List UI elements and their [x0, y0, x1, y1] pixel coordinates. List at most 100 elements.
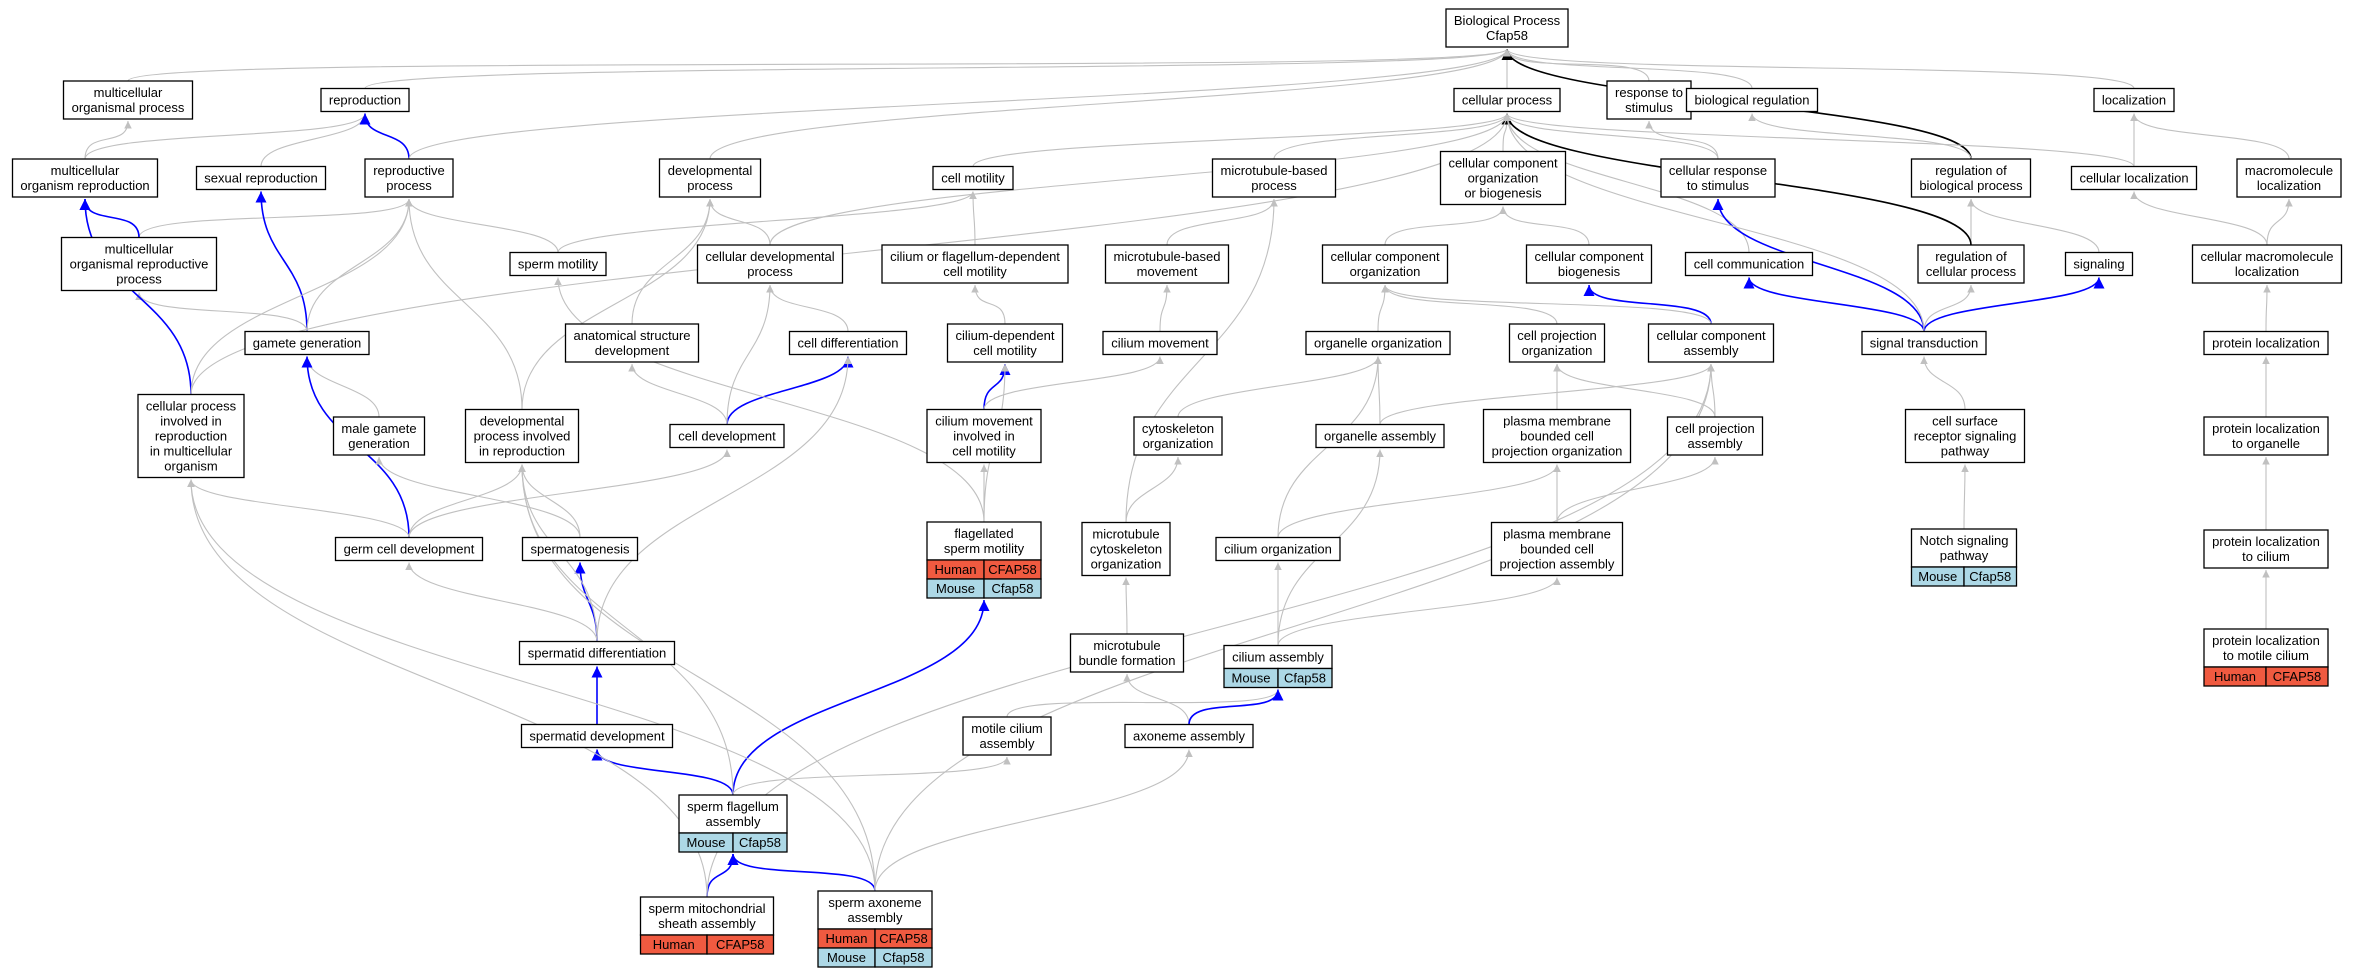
node-sigtrans[interactable]: signal transduction: [1861, 330, 1987, 356]
node-cellloc[interactable]: cellular localization: [2070, 165, 2198, 191]
node-box: [1684, 251, 1814, 277]
node-cilorg[interactable]: cilium organization: [1215, 536, 1341, 562]
edge-anatdev-to-devproc: [631, 198, 714, 325]
node-celldev[interactable]: cell development: [669, 423, 785, 449]
node-bioreg[interactable]: biological regulation: [1685, 87, 1819, 113]
node-cellcomm[interactable]: cell communication: [1684, 251, 1814, 277]
node-label-line: organism: [164, 459, 217, 474]
edge-cellmot-to-cellproc: [972, 113, 1511, 167]
node-celldiff[interactable]: cell differentiation: [788, 330, 908, 356]
node-label-line: cilium or flagellum-dependent: [890, 249, 1060, 264]
node-axasm[interactable]: axoneme assembly: [1124, 723, 1254, 749]
node-box: [1508, 323, 1606, 363]
edge-notch-to-csrsp: [1961, 464, 1969, 530]
node-spdev[interactable]: spermatid development: [520, 723, 674, 749]
edge-mcorgrep-to-multorg: [84, 120, 132, 160]
edge-cresp-to-respstim: [1645, 120, 1719, 160]
gene-label: Cfap58: [1969, 569, 2011, 584]
edge-repproc-to-repro: [359, 113, 410, 160]
node-sexrep[interactable]: sexual reproduction: [195, 165, 327, 191]
node-box: [1861, 330, 1987, 356]
node-box: [137, 393, 245, 479]
node-spermgen[interactable]: spermatogenesis: [521, 536, 639, 562]
node-gamgen[interactable]: gamete generation: [244, 330, 370, 356]
node-orgorg[interactable]: organelle organization: [1305, 330, 1451, 356]
edge-cilmove-to-mtbmove: [1159, 284, 1171, 332]
edge-pmbcpa-to-cellprojasm: [1556, 456, 1719, 523]
edge-bioreg-to-bp: [1503, 48, 1753, 89]
node-box: [946, 323, 1064, 363]
node-signaling[interactable]: signaling: [2064, 251, 2134, 277]
gene-cell: [2265, 666, 2329, 687]
node-label-line: Cfap58: [1486, 28, 1528, 43]
node-box: [696, 244, 844, 284]
node-box: [788, 330, 908, 356]
node-spdiff[interactable]: spermatid differentiation: [518, 640, 676, 666]
node-cellproc[interactable]: cellular process: [1453, 87, 1561, 113]
node-box: [1910, 158, 2032, 198]
edge-mcorgrepproc-to-mcorgrep: [79, 198, 140, 238]
node-cellmot[interactable]: cell motility: [932, 165, 1014, 191]
node-cilmove[interactable]: cilium movement: [1102, 330, 1218, 356]
node-local[interactable]: localization: [2093, 87, 2175, 113]
node-box: [364, 158, 454, 198]
node-germdev[interactable]: germ cell development: [334, 536, 484, 562]
node-protloc[interactable]: protein localization: [2203, 330, 2329, 356]
species-label: Mouse: [1918, 569, 1957, 584]
node-label-line: motile cilium: [971, 721, 1043, 736]
node-box: [1453, 87, 1561, 113]
node-spermmot[interactable]: sperm motility: [509, 251, 607, 277]
node-label-line: organism reproduction: [20, 178, 149, 193]
node-box: [1081, 521, 1171, 577]
node-label-line: localization: [2102, 93, 2166, 108]
node-box: [11, 158, 159, 198]
node-repro[interactable]: reproduction: [320, 87, 410, 113]
node-orgasm[interactable]: organelle assembly: [1315, 423, 1445, 449]
edge-mtcyto-to-mtbproc: [1125, 198, 1278, 523]
